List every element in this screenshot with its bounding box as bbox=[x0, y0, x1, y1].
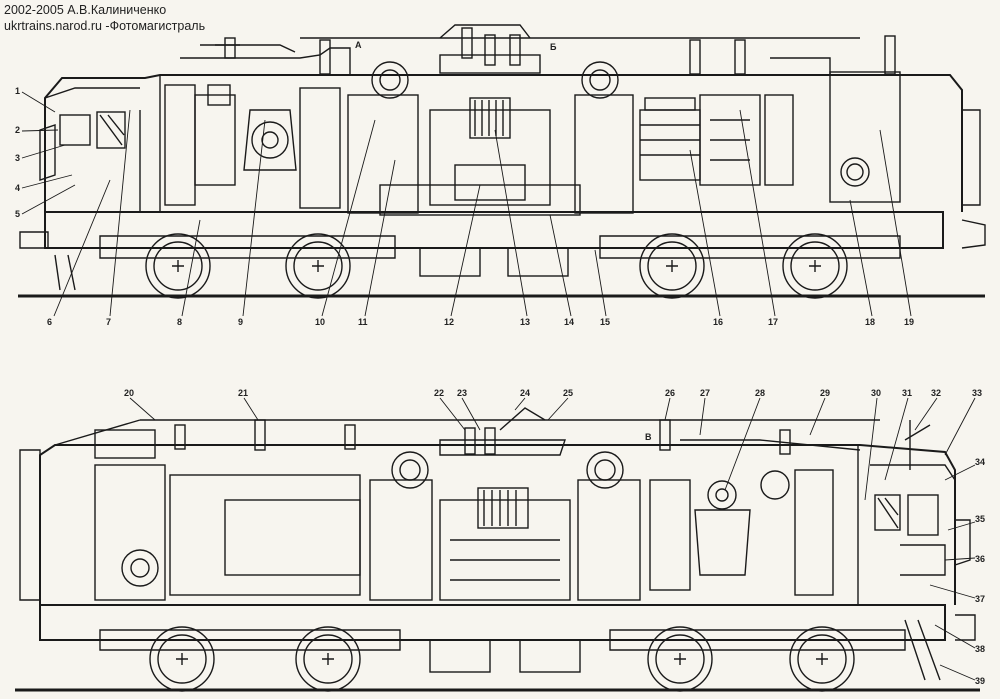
callout-12: 12 bbox=[444, 317, 454, 327]
bottom-locomotive-section bbox=[15, 407, 980, 692]
callout-8: 8 bbox=[177, 317, 182, 327]
callout-35: 35 bbox=[975, 514, 985, 524]
callout-21: 21 bbox=[238, 388, 248, 398]
callout-5: 5 bbox=[15, 209, 20, 219]
header: 2002-2005 А.В.Калиниченко ukrtrains.naro… bbox=[4, 2, 205, 34]
bottom-wheels bbox=[149, 626, 855, 692]
bus-label-v: В bbox=[645, 432, 652, 442]
bus-label-b: Б bbox=[550, 42, 557, 52]
callout-37: 37 bbox=[975, 594, 985, 604]
callout-10: 10 bbox=[315, 317, 325, 327]
callout-7: 7 bbox=[106, 317, 111, 327]
callout-32: 32 bbox=[931, 388, 941, 398]
callout-34: 34 bbox=[975, 457, 985, 467]
callout-26: 26 bbox=[665, 388, 675, 398]
top-insulators bbox=[319, 27, 896, 75]
header-site: ukrtrains.narod.ru -Фотомагистраль bbox=[4, 19, 206, 33]
callout-25: 25 bbox=[563, 388, 573, 398]
callout-22: 22 bbox=[434, 388, 444, 398]
callout-27: 27 bbox=[700, 388, 710, 398]
bottom-insulators bbox=[174, 419, 791, 455]
callout-16: 16 bbox=[713, 317, 723, 327]
header-credit: 2002-2005 А.В.Калиниченко bbox=[4, 3, 167, 17]
callout-38: 38 bbox=[975, 644, 985, 654]
callout-36: 36 bbox=[975, 554, 985, 564]
callout-23: 23 bbox=[457, 388, 467, 398]
callout-11: 11 bbox=[358, 317, 368, 327]
callout-19: 19 bbox=[904, 317, 914, 327]
callout-39: 39 bbox=[975, 676, 985, 686]
callout-30: 30 bbox=[871, 388, 881, 398]
bottom-reactors bbox=[369, 451, 641, 601]
callout-24: 24 bbox=[520, 388, 530, 398]
callout-9: 9 bbox=[238, 317, 243, 327]
callout-14: 14 bbox=[564, 317, 574, 327]
top-wheels bbox=[145, 233, 848, 299]
callout-20: 20 bbox=[124, 388, 134, 398]
callout-2: 2 bbox=[15, 125, 20, 135]
bus-label-a: А bbox=[355, 40, 362, 50]
callout-31: 31 bbox=[902, 388, 912, 398]
top-locomotive-section bbox=[18, 24, 986, 299]
callout-29: 29 bbox=[820, 388, 830, 398]
callout-15: 15 bbox=[600, 317, 610, 327]
callout-18: 18 bbox=[865, 317, 875, 327]
callout-13: 13 bbox=[520, 317, 530, 327]
leader-lines bbox=[21, 91, 976, 681]
callout-17: 17 bbox=[768, 317, 778, 327]
callout-3: 3 bbox=[15, 153, 20, 163]
callout-28: 28 bbox=[755, 388, 765, 398]
callout-1: 1 bbox=[15, 86, 20, 96]
callout-33: 33 bbox=[972, 388, 982, 398]
callout-6: 6 bbox=[47, 317, 52, 327]
callout-4: 4 bbox=[15, 183, 20, 193]
top-reactors bbox=[347, 61, 634, 214]
